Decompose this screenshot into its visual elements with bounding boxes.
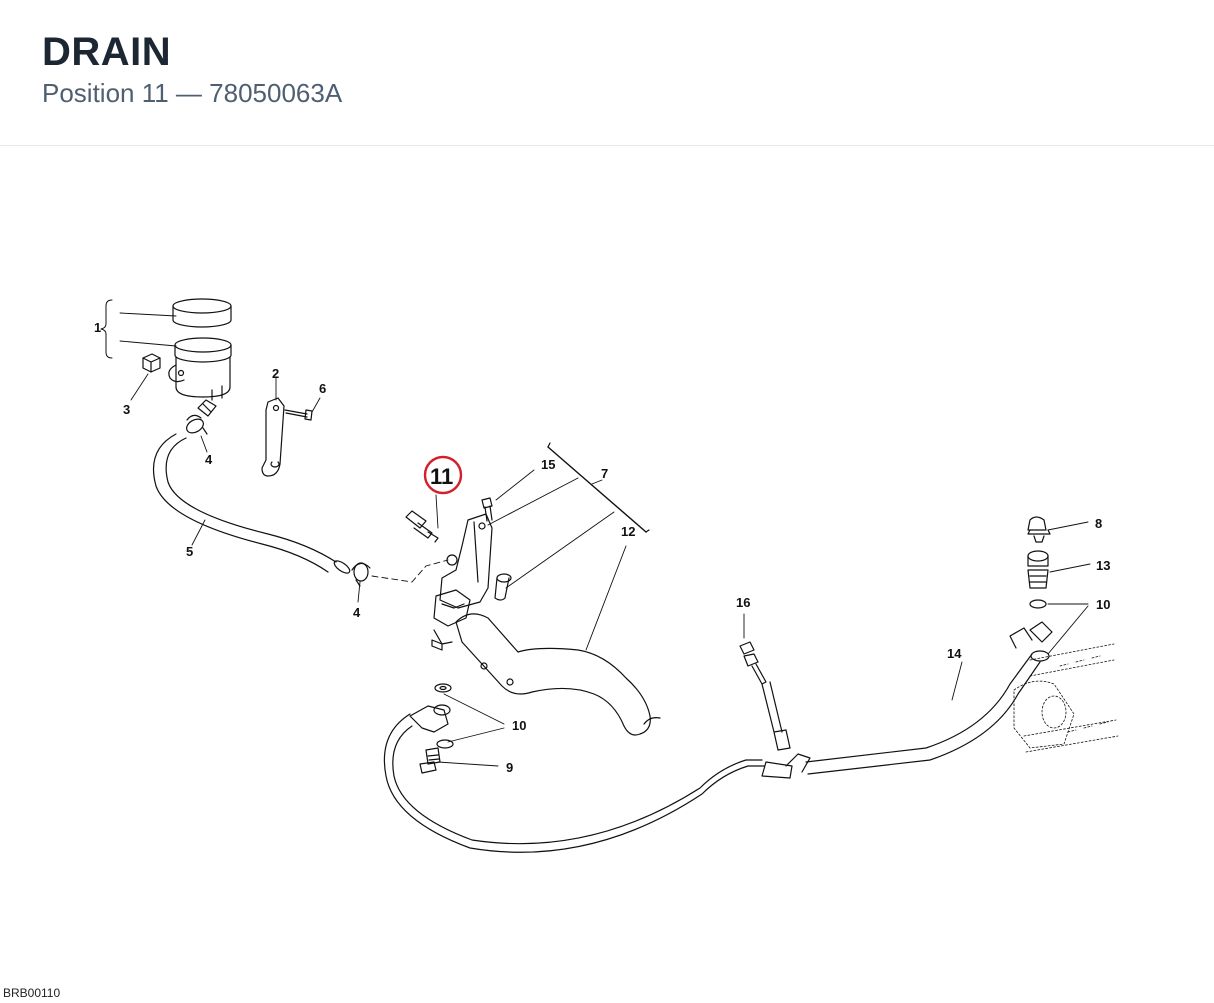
callout-10-right: 10 — [1096, 597, 1110, 612]
callout-14: 14 — [947, 646, 962, 661]
callout-15: 15 — [541, 457, 555, 472]
callout-9: 9 — [506, 760, 513, 775]
clutch-hose — [383, 621, 1053, 853]
reservoir-bracket — [261, 397, 285, 477]
lever-pivot-screw — [481, 497, 493, 522]
hose-clamp-upper — [186, 414, 208, 435]
callout-2: 2 — [272, 366, 279, 381]
bleed-cap — [1027, 516, 1051, 543]
highlighted-callout-11: 11 — [430, 464, 453, 489]
banjo-bolt — [419, 747, 441, 774]
banjo-washer-lower — [436, 739, 454, 749]
callout-1: 1 — [94, 320, 101, 335]
diagram-svg: 1 2 3 4 4 5 6 7 8 9 10 10 12 13 14 15 16… — [94, 298, 1119, 853]
lever-pin — [494, 573, 512, 601]
callout-3: 3 — [123, 402, 130, 417]
callout-10-left: 10 — [512, 718, 526, 733]
callout-8: 8 — [1095, 516, 1102, 531]
bracket-screw — [284, 409, 313, 421]
nut — [142, 353, 161, 373]
callout-13: 13 — [1096, 558, 1110, 573]
callout-4-lower: 4 — [353, 605, 361, 620]
banjo-fitting — [409, 704, 451, 733]
exploded-parts-diagram: 1 2 3 4 4 5 6 7 8 9 10 10 12 13 14 15 16… — [0, 147, 1214, 1003]
page-header: DRAIN Position 11 — 78050063A — [0, 0, 1214, 146]
hose-fitting — [197, 399, 217, 417]
callout-7: 7 — [601, 466, 608, 481]
master-cylinder — [431, 513, 493, 651]
drain-valve — [405, 510, 439, 543]
reservoir-hose — [152, 433, 351, 574]
highlight-circle — [423, 455, 463, 495]
callout-4-upper: 4 — [205, 452, 213, 467]
clutch-lever — [455, 613, 661, 736]
sealing-washers-right — [1029, 599, 1050, 662]
diagram-code: BRB00110 — [3, 986, 61, 1000]
hose-clamp-lower — [351, 562, 371, 587]
part-title: DRAIN — [42, 30, 172, 74]
bleed-branch-hose — [739, 641, 791, 751]
callout-labels: 1 2 3 4 4 5 6 7 8 9 10 10 12 13 14 15 16… — [94, 320, 1110, 775]
bleed-screw — [1027, 550, 1049, 589]
position-subtitle: Position 11 — 78050063A — [42, 78, 343, 108]
chain-sprocket-ghost — [1013, 643, 1119, 753]
callout-6: 6 — [319, 381, 326, 396]
reservoir-body — [168, 337, 232, 401]
callout-12: 12 — [621, 524, 635, 539]
banjo-washers-upper — [434, 683, 452, 693]
callout-5: 5 — [186, 544, 193, 559]
reservoir-cap — [172, 298, 232, 328]
callout-16: 16 — [736, 595, 750, 610]
